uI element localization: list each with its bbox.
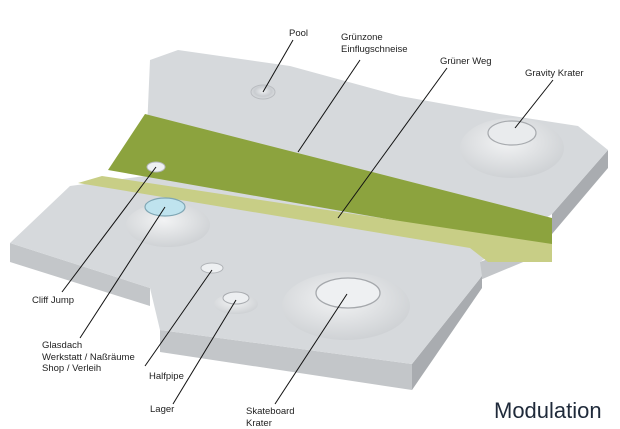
label-gruener-weg: Grüner Weg [440,56,492,67]
label-lager: Lager [150,404,175,415]
label-halfpipe: Halfpipe [149,371,184,382]
lower-block-side-front [160,330,412,390]
green-path [78,176,552,262]
label-pool: Pool [289,28,309,39]
leader-lager [172,299,237,405]
label-gravity-krater: Gravity Krater [525,68,584,79]
leader-lines [61,39,554,405]
lager-crater [222,291,250,305]
leader-gravity-krater [514,79,554,129]
leader-gruener-weg [337,67,448,219]
green-zone-band [108,114,552,248]
gravity-crater [487,120,537,146]
leader-halfpipe [144,269,213,367]
skateboard-crater [315,277,381,309]
label-cliff-jump: Cliff Jump [32,295,75,306]
label-glasdach: Glasdach Werkstatt / Naßräume Shop / Ver… [42,340,135,374]
halfpipe-crater [200,262,224,274]
leader-cliff-jump [61,166,157,293]
label-gruenzone: Grünzone Einflugschneise [341,32,408,55]
lower-block-side-right [412,276,482,390]
leader-pool [262,39,294,93]
leader-glasdach [79,206,166,339]
slab-side-right [552,150,608,234]
leader-skateboard-krater [274,293,348,405]
leader-gruenzone [297,59,361,153]
label-skateboard-krater: Skateboard Krater [246,406,295,429]
left-block-side-front [10,243,150,306]
glasdach-mound [126,203,210,247]
diagram-title: Modulation [494,398,602,423]
gravity-crater-mound [460,118,564,178]
